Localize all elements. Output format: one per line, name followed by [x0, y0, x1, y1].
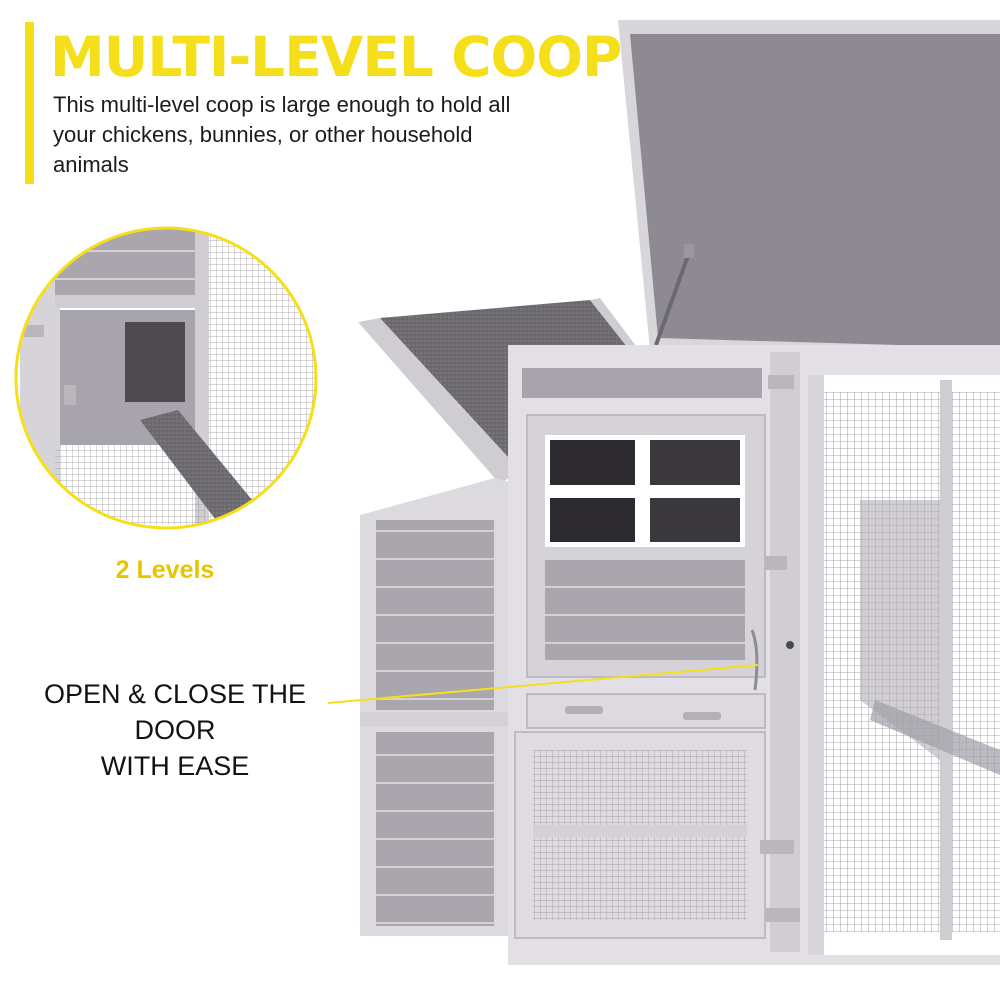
run-enclosure [808, 375, 1000, 955]
upper-door[interactable] [526, 375, 794, 691]
inset-detail-circle [14, 226, 318, 530]
lower-door[interactable] [514, 731, 800, 939]
nesting-box-lid [358, 298, 636, 484]
callout-line-1: OPEN & CLOSE THE DOOR [43, 679, 307, 745]
callout-text: OPEN & CLOSE THE DOOR WITH EASE [20, 676, 330, 784]
callout-line-2: WITH EASE [100, 751, 250, 781]
nesting-box [360, 478, 510, 936]
callout-pointer [327, 664, 759, 704]
accent-bar [25, 22, 34, 184]
coop-lid [618, 20, 1000, 362]
lower-drawer [526, 693, 766, 729]
headline: MULTI-LEVEL COOP [50, 25, 622, 89]
description-text: This multi-level coop is large enough to… [53, 92, 511, 177]
inset-label: 2 Levels [115, 556, 215, 584]
